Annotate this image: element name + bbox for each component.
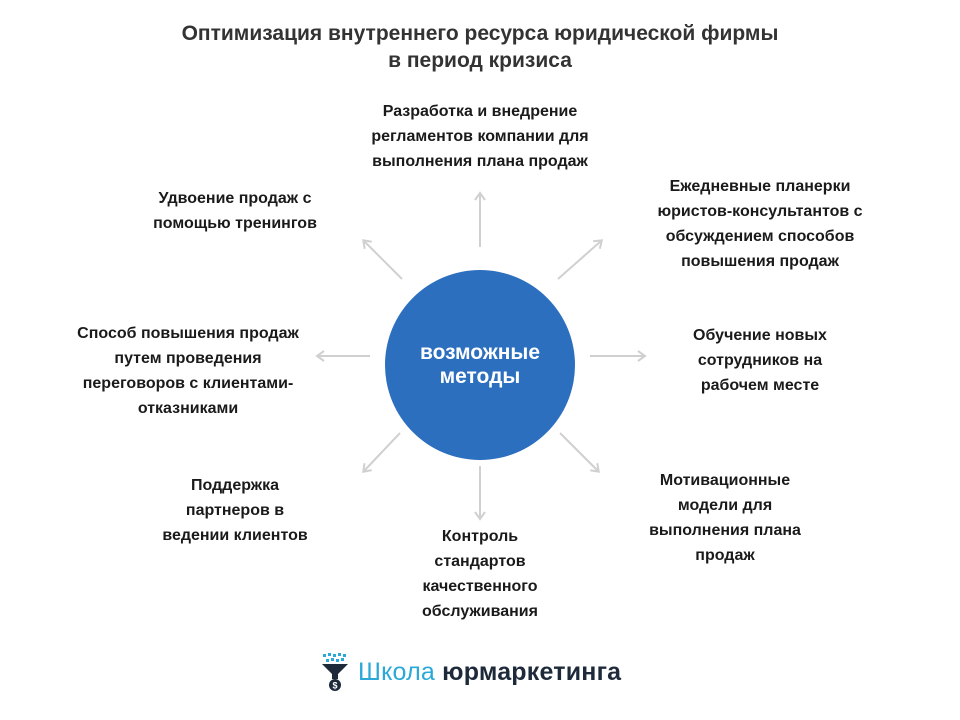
node-bottom-right: Мотивационные модели для выполнения план… [649, 472, 801, 564]
arrow-bottom-right [559, 432, 600, 473]
funnel-dollar-icon: $ [322, 653, 348, 691]
hub-line-2: методы [439, 365, 521, 388]
node-top: Разработка и внедрение регламентов компа… [371, 103, 589, 170]
logo-wordmark: Школа юрмаркетинга [358, 658, 621, 687]
diagram-title: Оптимизация внутреннего ресурса юридичес… [0, 20, 960, 74]
logo-text-part1: Школа [358, 657, 435, 686]
node-left: Способ повышения продаж путем проведения… [77, 325, 299, 417]
title-line-1: Оптимизация внутреннего ресурса юридичес… [181, 22, 779, 45]
title-line-2: в период кризиса [388, 49, 572, 72]
brand-logo: $ Школа юрмаркетинга [320, 652, 621, 692]
node-bottom: Контроль стандартов качественного обслуж… [422, 528, 538, 620]
node-top-left: Удвоение продаж с помощью тренингов [153, 190, 317, 232]
node-top-right: Ежедневные планерки юристов-консультанто… [657, 178, 863, 270]
arrow-top-left [362, 239, 403, 280]
node-bottom-left: Поддержка партнеров в ведении клиентов [162, 477, 308, 544]
logo-text-part2: юрмаркетинга [442, 657, 622, 686]
arrow-top-right [557, 239, 604, 280]
svg-text:$: $ [332, 681, 337, 691]
arrow-bottom-left [362, 432, 401, 473]
node-right: Обучение новых сотрудников на рабочем ме… [693, 327, 827, 394]
hub-line-1: возможные [419, 341, 541, 364]
central-hub-circle: возможные методы [385, 270, 575, 460]
